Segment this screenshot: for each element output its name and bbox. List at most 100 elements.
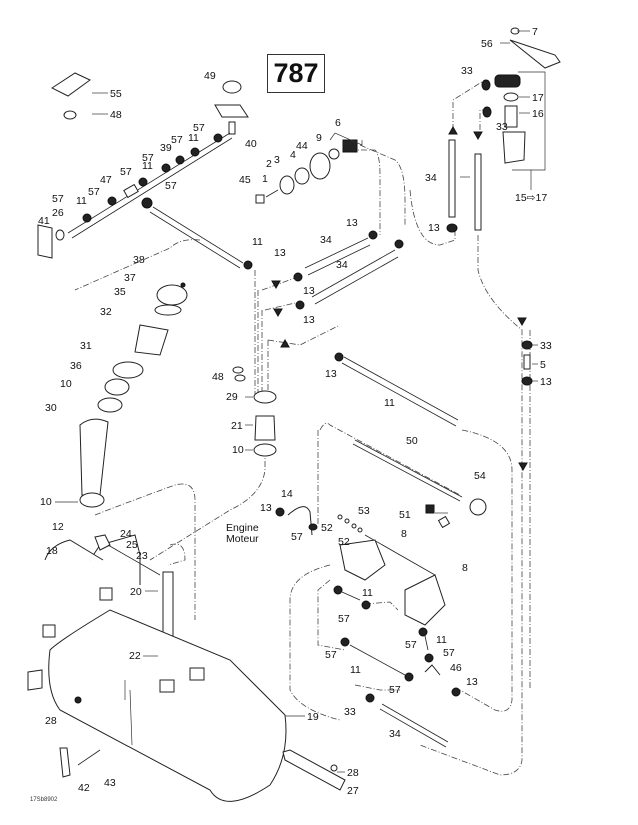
callout-13: 13 [428, 222, 440, 234]
callout-57: 57 [405, 639, 417, 651]
linkage-rod [364, 534, 436, 576]
fuel-filter-assembly [446, 27, 561, 233]
callout-10: 10 [40, 496, 52, 508]
callout-53: 53 [358, 505, 370, 517]
fuel-tank-assembly [27, 534, 346, 802]
filter-bowl [502, 131, 526, 164]
clamp-10 [79, 492, 105, 508]
tee-47 [123, 183, 139, 199]
clip-48 [234, 374, 246, 382]
engine-label-fr: Moteur [226, 533, 259, 545]
clamp-13 [368, 230, 378, 240]
callout-5: 5 [540, 359, 546, 371]
callout-29: 29 [226, 391, 238, 403]
hose-11 [343, 356, 459, 421]
hose-11 [341, 362, 457, 427]
route-line [94, 483, 196, 620]
strap-buckle [42, 624, 56, 638]
diagram-title: 787 [267, 54, 325, 93]
callout-57: 57 [325, 649, 337, 661]
clamp-57 [340, 637, 350, 647]
knob-54 [469, 498, 487, 516]
washer-53 [344, 518, 350, 524]
ring-31 [112, 361, 144, 379]
callout-13: 13 [346, 217, 358, 229]
callout-8: 8 [401, 528, 407, 540]
callout-14: 14 [281, 488, 293, 500]
callout-11: 11 [362, 587, 373, 599]
center-vent-parts [232, 366, 277, 457]
route-line [354, 684, 400, 691]
callout-37: 37 [124, 272, 136, 284]
callout-49: 49 [204, 70, 216, 82]
route-line [261, 302, 296, 400]
arrow-down-icon [271, 280, 281, 290]
flow-arrows [271, 125, 528, 472]
callout-27: 27 [347, 785, 359, 797]
callout-56: 56 [481, 38, 493, 50]
route-line [149, 450, 266, 561]
hose-11 [349, 644, 406, 676]
callout-13: 13 [540, 376, 552, 388]
callout-11: 11 [436, 634, 447, 646]
hose-34 [474, 153, 482, 231]
bracket-42 [59, 747, 71, 778]
clamp-57 [138, 177, 148, 187]
cable-50 [352, 443, 461, 502]
hose-34 [379, 708, 447, 748]
callout-32: 32 [100, 306, 112, 318]
route-line [452, 79, 486, 130]
arrow-down-icon [517, 317, 527, 327]
clamp-10 [97, 397, 123, 413]
callout-18: 18 [46, 545, 58, 557]
clamp-57 [161, 163, 171, 173]
callout-40: 40 [245, 138, 257, 150]
engine-label-en: Engine [226, 522, 259, 534]
callout-11: 11 [76, 195, 87, 207]
engine-label: Engine Moteur [226, 523, 259, 545]
route-line [419, 235, 523, 776]
fuel-tank-19 [48, 609, 287, 802]
hose-11 [152, 206, 244, 264]
callout-45: 45 [239, 174, 251, 186]
callout-57: 57 [52, 193, 64, 205]
grommet-51 [425, 504, 435, 514]
callout-38: 38 [133, 254, 145, 266]
knob-3 [279, 175, 295, 195]
callout-22: 22 [129, 650, 141, 662]
callout-leaders [55, 30, 538, 773]
fitting-41 [55, 229, 65, 241]
callout-11: 11 [350, 664, 361, 676]
clamp-13 [451, 687, 461, 697]
screw-28 [330, 764, 338, 772]
plate [214, 104, 249, 118]
callout-13: 13 [325, 368, 337, 380]
grommet-21 [254, 415, 276, 441]
clamp-33 [521, 340, 533, 350]
callout-57: 57 [389, 684, 401, 696]
screw-28 [74, 696, 82, 704]
route-line [409, 189, 456, 246]
clamp-57 [141, 197, 153, 209]
clamp-57 [308, 523, 318, 531]
callout-44: 44 [296, 140, 308, 152]
clamp-33 [482, 106, 492, 118]
bracket-41 [37, 224, 53, 259]
route-line [267, 324, 341, 400]
callout-10: 10 [60, 378, 72, 390]
vent-hose-line [67, 132, 231, 234]
clamp-13 [334, 352, 344, 362]
tee-46 [424, 664, 441, 676]
callout-11: 11 [384, 397, 395, 409]
filler-hose-30 [79, 418, 109, 496]
screw-1 [265, 189, 279, 198]
hose-34 [307, 244, 371, 276]
hose-34 [311, 249, 396, 298]
callout-57: 57 [171, 134, 183, 146]
arrow-up-icon [280, 338, 290, 348]
arrow-down-icon [473, 131, 483, 141]
clamp-57 [404, 672, 414, 682]
callout-17: 17 [532, 92, 544, 104]
fuel-valve-assembly [255, 132, 363, 204]
carburetor-assembly [275, 439, 487, 748]
